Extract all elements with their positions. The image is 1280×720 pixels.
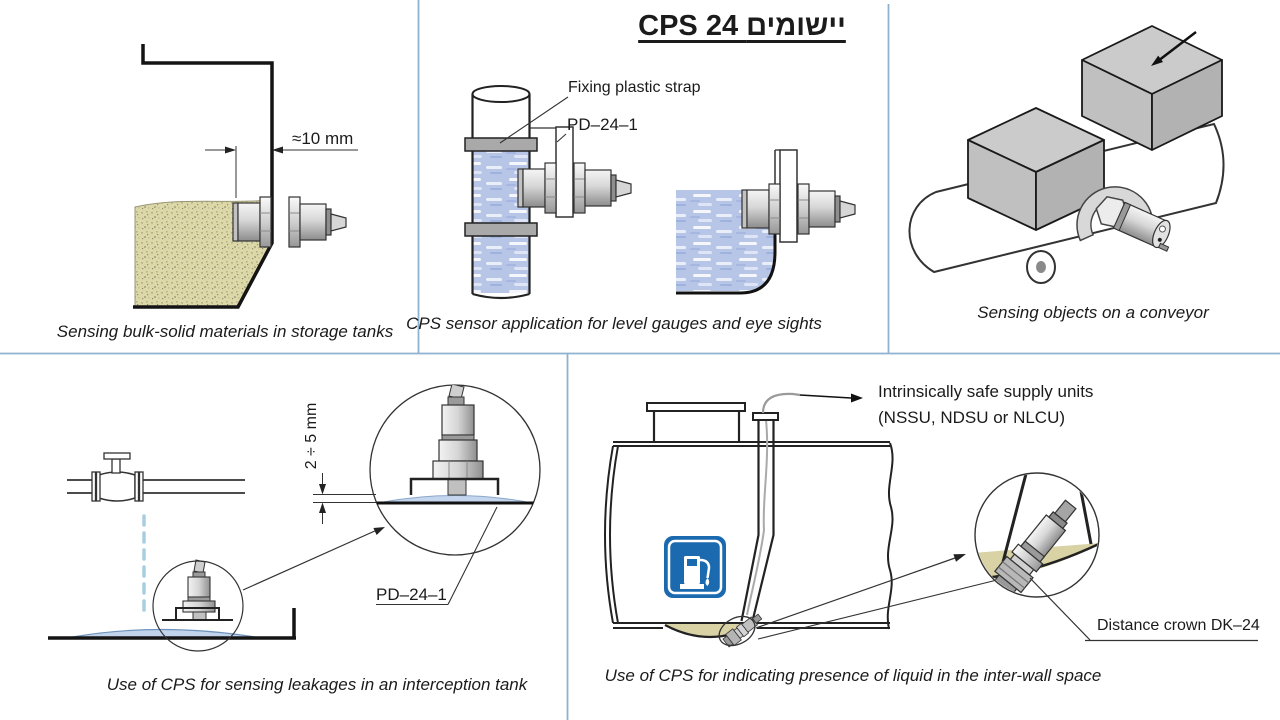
manhole-collar (646, 402, 746, 442)
detail-ellipse (718, 615, 756, 647)
fuel-pump-sign (664, 536, 726, 598)
conveyor-diagram (908, 25, 1225, 284)
sensor-face-icon (1112, 201, 1171, 252)
interception-tank-diagram (48, 384, 541, 652)
dimension-10mm (205, 146, 358, 198)
pipe-valve (67, 452, 245, 502)
label-fixing-strap: Fixing plastic strap (568, 79, 701, 96)
leak-puddle (66, 628, 262, 639)
sensor-side-icon (741, 183, 856, 235)
label-distance-crown: Distance crown DK–24 (1097, 617, 1260, 634)
inter-wall-diagram (604, 392, 1258, 648)
box-near (967, 107, 1105, 231)
dimension-2-5mm (313, 473, 376, 524)
sensor-side-icon (517, 162, 632, 214)
caption-level-gauge: CPS sensor application for level gauges … (406, 314, 822, 333)
label-supply-units: Intrinsically safe supply units (NSSU, N… (878, 379, 1093, 431)
magnified-crown-sensor (976, 474, 1098, 596)
dimension-label-10mm: ≈10 mm (292, 129, 354, 148)
sensor-bracket (1076, 186, 1171, 252)
label-supply-units-line2: (NSSU, NDSU or NLCU) (878, 408, 1066, 427)
label-supply-units-line1: Intrinsically safe supply units (878, 382, 1094, 401)
direction-arrow-icon (1151, 31, 1197, 66)
supply-arrow (761, 392, 863, 414)
level-gauge-diagram (464, 85, 856, 300)
caption-bulk-solid: Sensing bulk-solid materials in storage … (56, 322, 394, 341)
sensor-side-icon (232, 196, 347, 248)
page-title: CPS 24 יישומים (638, 10, 846, 42)
label-pd24-interception: PD–24–1 (376, 585, 447, 604)
magnified-sensor-on-plate (370, 385, 540, 505)
detail-circle-small (152, 560, 244, 652)
caption-interception-tank: Use of CPS for sensing leakages in an in… (106, 675, 528, 694)
tank-outline (604, 441, 894, 630)
fixing-strap-bottom (464, 222, 538, 237)
box-far (1081, 25, 1223, 151)
dimension-label-2-5mm: 2 ÷ 5 mm (303, 402, 320, 470)
sensor-tube (740, 412, 779, 622)
sensor-small (162, 559, 233, 621)
caption-inter-wall: Use of CPS for indicating presence of li… (604, 666, 1102, 685)
caption-conveyor: Sensing objects on a conveyor (977, 303, 1209, 322)
bulk-solid-diagram (133, 44, 358, 309)
label-pd24-level-gauge: PD–24–1 (567, 115, 638, 134)
fixing-strap-top (464, 137, 538, 152)
mount-plate-b (779, 149, 798, 243)
